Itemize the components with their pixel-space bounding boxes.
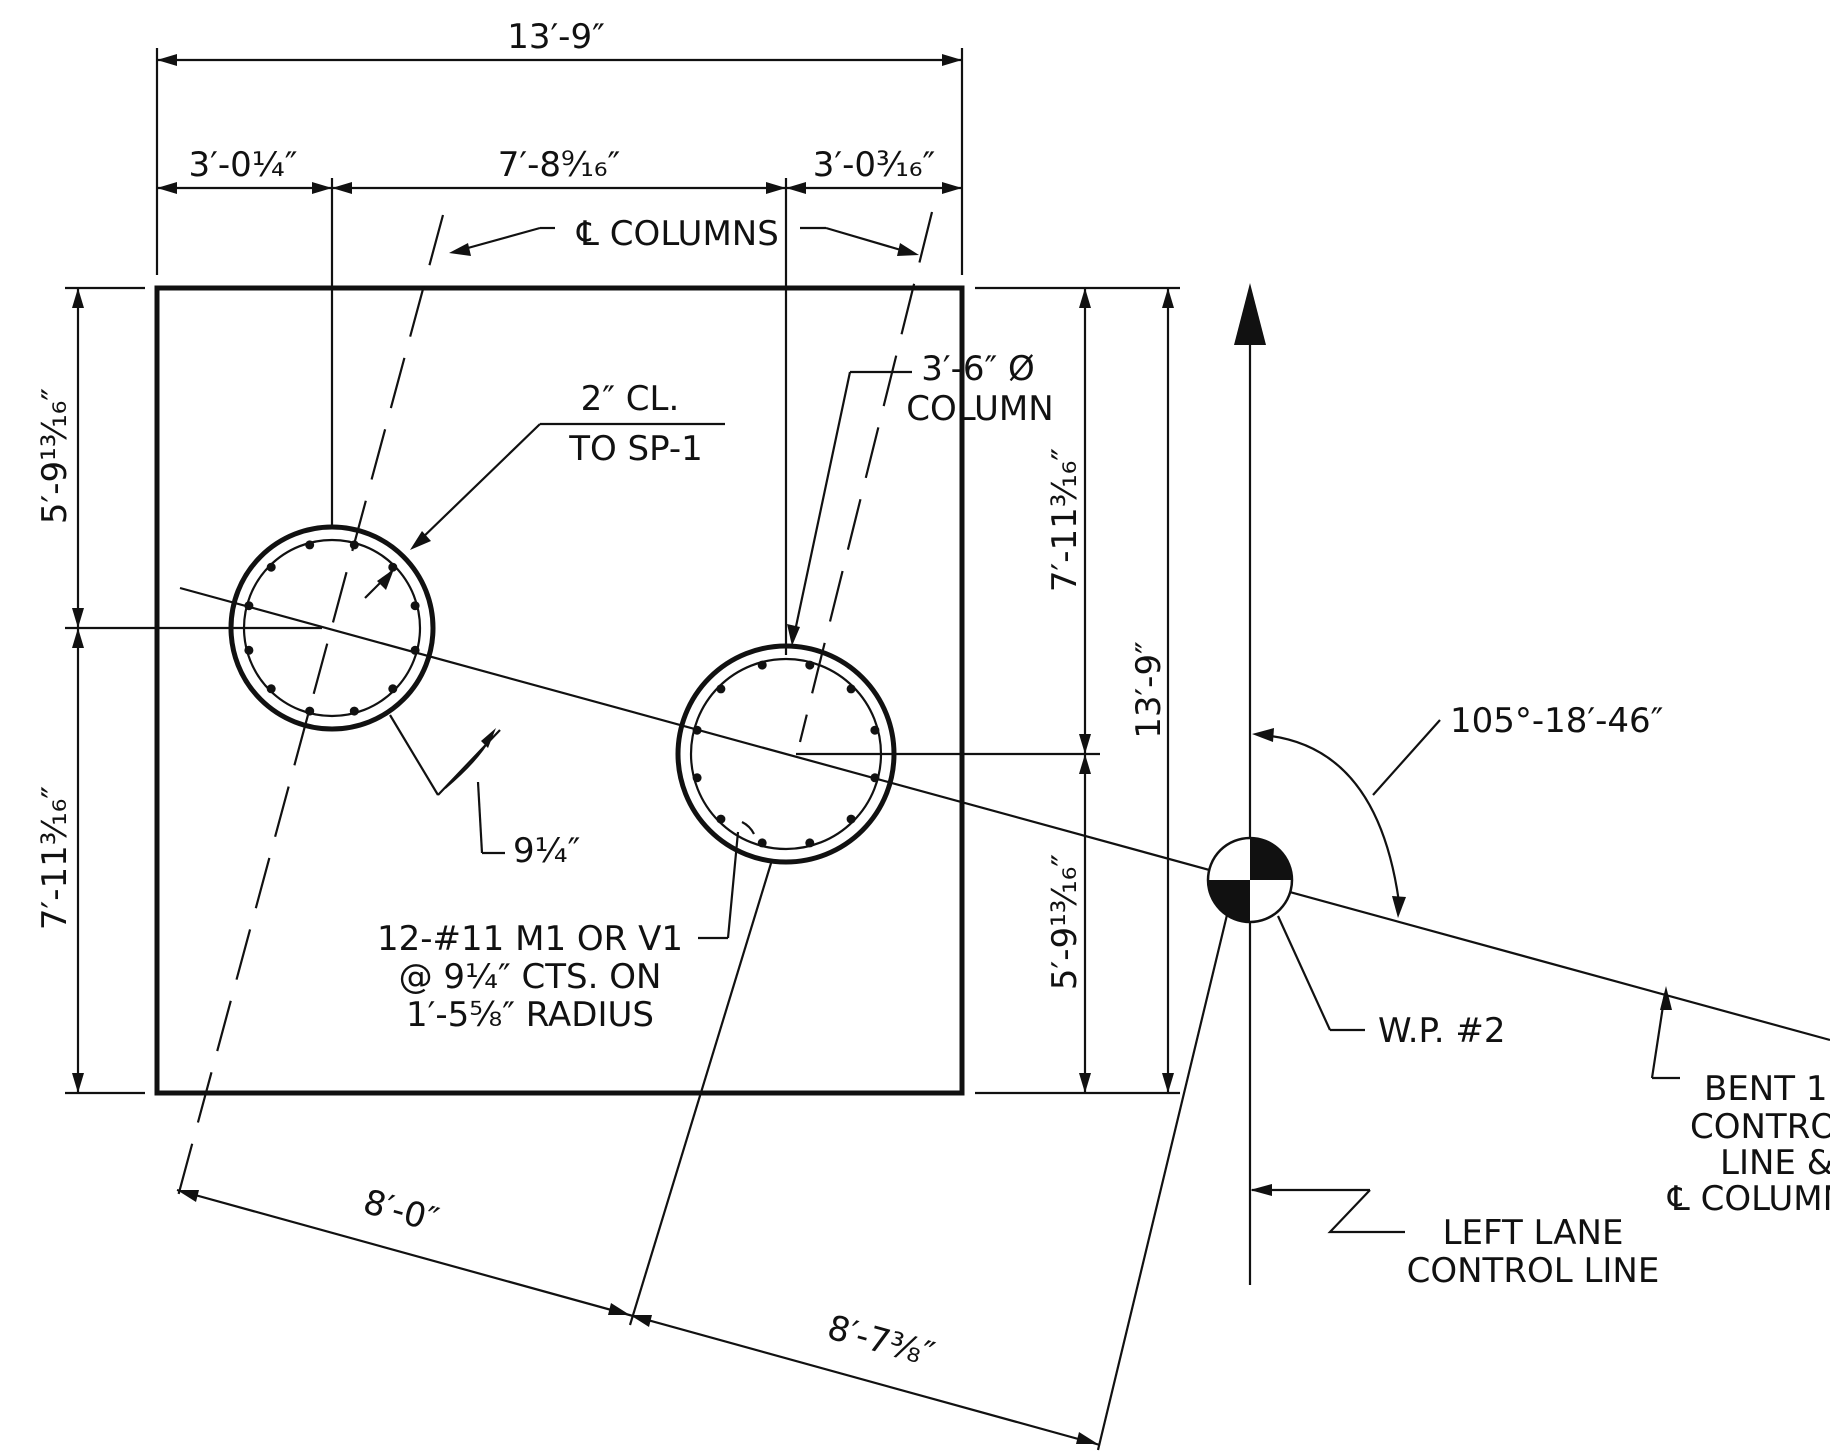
skew-spacing-1-dim: 8′-0″	[359, 1182, 443, 1241]
rebar-note-line3: 1′-5⅝″ RADIUS	[406, 995, 654, 1035]
bent-note-line1: BENT 1	[1704, 1069, 1827, 1109]
rebar-bar	[692, 773, 702, 783]
skew-angle-arc	[1261, 733, 1402, 911]
right-column-centerline	[798, 211, 934, 743]
rebar-bar	[716, 684, 726, 694]
rebar-bar	[244, 645, 254, 655]
bent-note-line2: CONTROL	[1690, 1107, 1830, 1147]
left-lane-line1: LEFT LANE	[1443, 1213, 1624, 1253]
wp-label: W.P. #2	[1378, 1011, 1505, 1051]
rebar-bar	[349, 706, 359, 716]
left-dimension-lines	[65, 286, 322, 1095]
right-column-rebar	[692, 660, 880, 848]
rebar-bar	[388, 562, 398, 572]
right-offset-dim: 3′-0³⁄₁₆″	[813, 145, 936, 185]
rebar-bar	[716, 814, 726, 824]
overall-width-dim: 13′-9″	[507, 17, 605, 57]
left-lane-line2: CONTROL LINE	[1407, 1251, 1660, 1291]
column-size-line1: 3′-6″ Ø	[921, 349, 1035, 389]
wp-skew-extension	[1096, 889, 1235, 1451]
rebar-bar	[805, 838, 815, 848]
clear-cover-line1: 2″ CL.	[581, 379, 680, 419]
left-column-centerline	[175, 214, 445, 1201]
skew-dimension-lines	[176, 1188, 1101, 1447]
cl-columns-label: ℄ COLUMNS	[576, 214, 779, 254]
left-upper-dim: 5′-9¹³⁄₁₆″	[35, 388, 75, 524]
rebar-bar	[757, 660, 767, 670]
rebar-bar	[870, 725, 880, 735]
rebar-bar	[846, 684, 856, 694]
right-column-centerline-lower	[628, 859, 774, 1326]
rebar-bar	[846, 814, 856, 824]
rebar-note-line1: 12-#11 M1 OR V1	[377, 919, 683, 959]
north-arrow-head	[1234, 283, 1266, 345]
overall-height-dim: 13′-9″	[1129, 641, 1169, 739]
right-dimension-lines	[796, 286, 1180, 1095]
column-size-line2: COLUMN	[906, 389, 1053, 429]
rebar-bar	[388, 684, 398, 694]
bent-control-line	[179, 586, 1830, 1042]
top-dimension-lines	[155, 48, 964, 655]
rebar-bar	[410, 601, 420, 611]
left-offset-dim: 3′-0¼″	[189, 145, 298, 185]
rebar-bar	[757, 838, 767, 848]
bent-note-line4: ℄ COLUMNS	[1667, 1179, 1830, 1219]
rebar-bar	[305, 706, 315, 716]
footing-outline	[154, 285, 965, 1096]
skew-spacing-2-dim: 8′-7⅜″	[823, 1308, 939, 1375]
skew-angle-label: 105°-18′-46″	[1450, 701, 1663, 741]
right-lower-dim: 5′-9¹³⁄₁₆″	[1045, 854, 1085, 990]
column-spacing-dim: 7′-8⁹⁄₁₆″	[498, 145, 621, 185]
bent-note-line3: LINE &	[1720, 1143, 1830, 1183]
rebar-bar	[266, 562, 276, 572]
bar-spacing-dim: 9¼″	[513, 831, 580, 871]
rebar-bar	[266, 684, 276, 694]
right-upper-dim: 7′-11³⁄₁₆″	[1045, 448, 1085, 592]
clear-cover-line2: TO SP-1	[568, 429, 703, 469]
left-lower-dim: 7′-11³⁄₁₆″	[35, 786, 75, 930]
rebar-bar	[805, 660, 815, 670]
rebar-note-line2: @ 9¼″ CTS. ON	[399, 957, 662, 997]
rebar-bar	[305, 540, 315, 550]
work-point-symbol	[1206, 836, 1294, 924]
